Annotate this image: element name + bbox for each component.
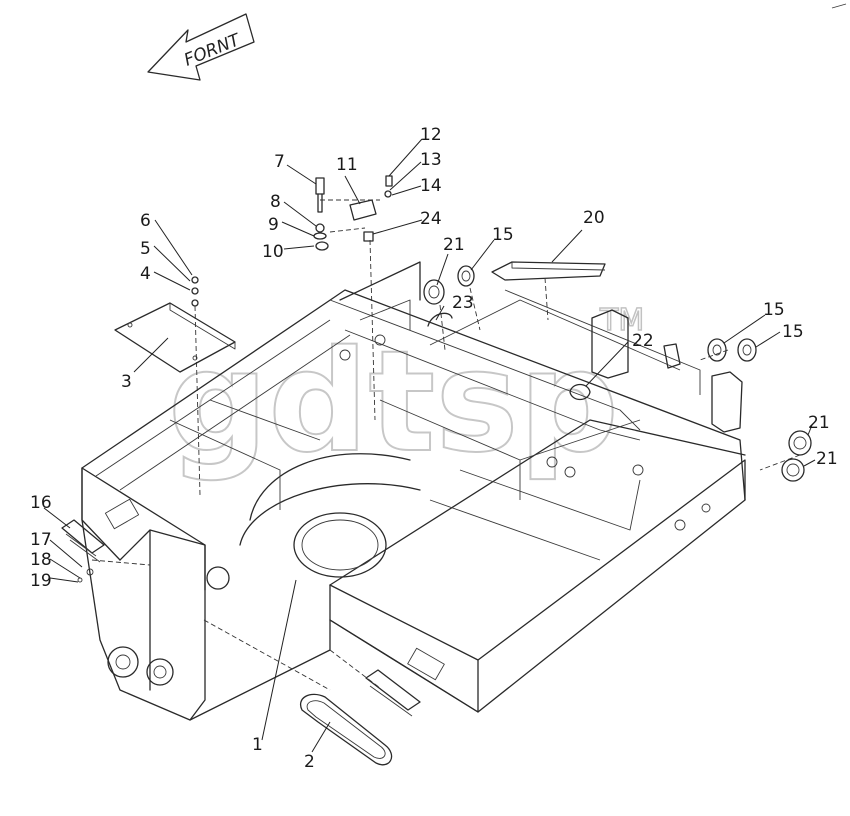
rings	[423, 265, 812, 482]
callout-12: 12	[420, 125, 442, 145]
callout-4: 4	[140, 264, 151, 284]
callout-8: 8	[270, 192, 281, 212]
callout-16: 16	[30, 493, 52, 513]
callout-20: 20	[583, 208, 605, 228]
callout-15b: 15	[763, 300, 785, 320]
callout-1: 1	[252, 735, 263, 755]
seal-ring-2	[300, 693, 393, 766]
front-arrow: FORNT	[147, 13, 255, 81]
leader-lines	[43, 138, 816, 753]
callout-23: 23	[452, 293, 474, 313]
callout-6: 6	[140, 211, 151, 231]
callout-15a: 15	[492, 225, 514, 245]
callout-21a: 21	[443, 235, 465, 255]
watermark: gdtsp TM	[167, 302, 645, 485]
front-arrow-label: FORNT	[181, 30, 244, 71]
callout-5: 5	[140, 239, 151, 259]
callout-15c: 15	[782, 322, 804, 342]
callout-14: 14	[420, 176, 442, 196]
side-vent-right	[365, 669, 421, 717]
callout-7: 7	[274, 152, 285, 172]
callout-2: 2	[304, 752, 315, 772]
callout-21c: 21	[816, 449, 838, 469]
callout-13: 13	[420, 150, 442, 170]
watermark-text: gdtsp	[168, 321, 619, 484]
callout-11: 11	[336, 155, 358, 175]
callout-10: 10	[262, 242, 284, 262]
callout-9: 9	[268, 215, 279, 235]
callout-24: 24	[420, 209, 442, 229]
main-frame	[81, 261, 746, 721]
callout-19: 19	[30, 571, 52, 591]
watermark-tm: TM	[599, 303, 644, 338]
callout-18: 18	[30, 550, 52, 570]
corner-mark	[831, 3, 847, 9]
callout-17: 17	[30, 530, 52, 550]
bar-20	[491, 261, 606, 281]
cover-plate-3	[114, 302, 236, 373]
alignment-lines	[91, 199, 801, 691]
hardware	[191, 175, 393, 307]
callout-21b: 21	[808, 413, 830, 433]
callouts: 1 2 3 4 5 6 7 8 9 10 11 12 13 14 15 15 1…	[30, 125, 838, 772]
callout-3: 3	[121, 372, 132, 392]
callout-22: 22	[632, 331, 654, 351]
